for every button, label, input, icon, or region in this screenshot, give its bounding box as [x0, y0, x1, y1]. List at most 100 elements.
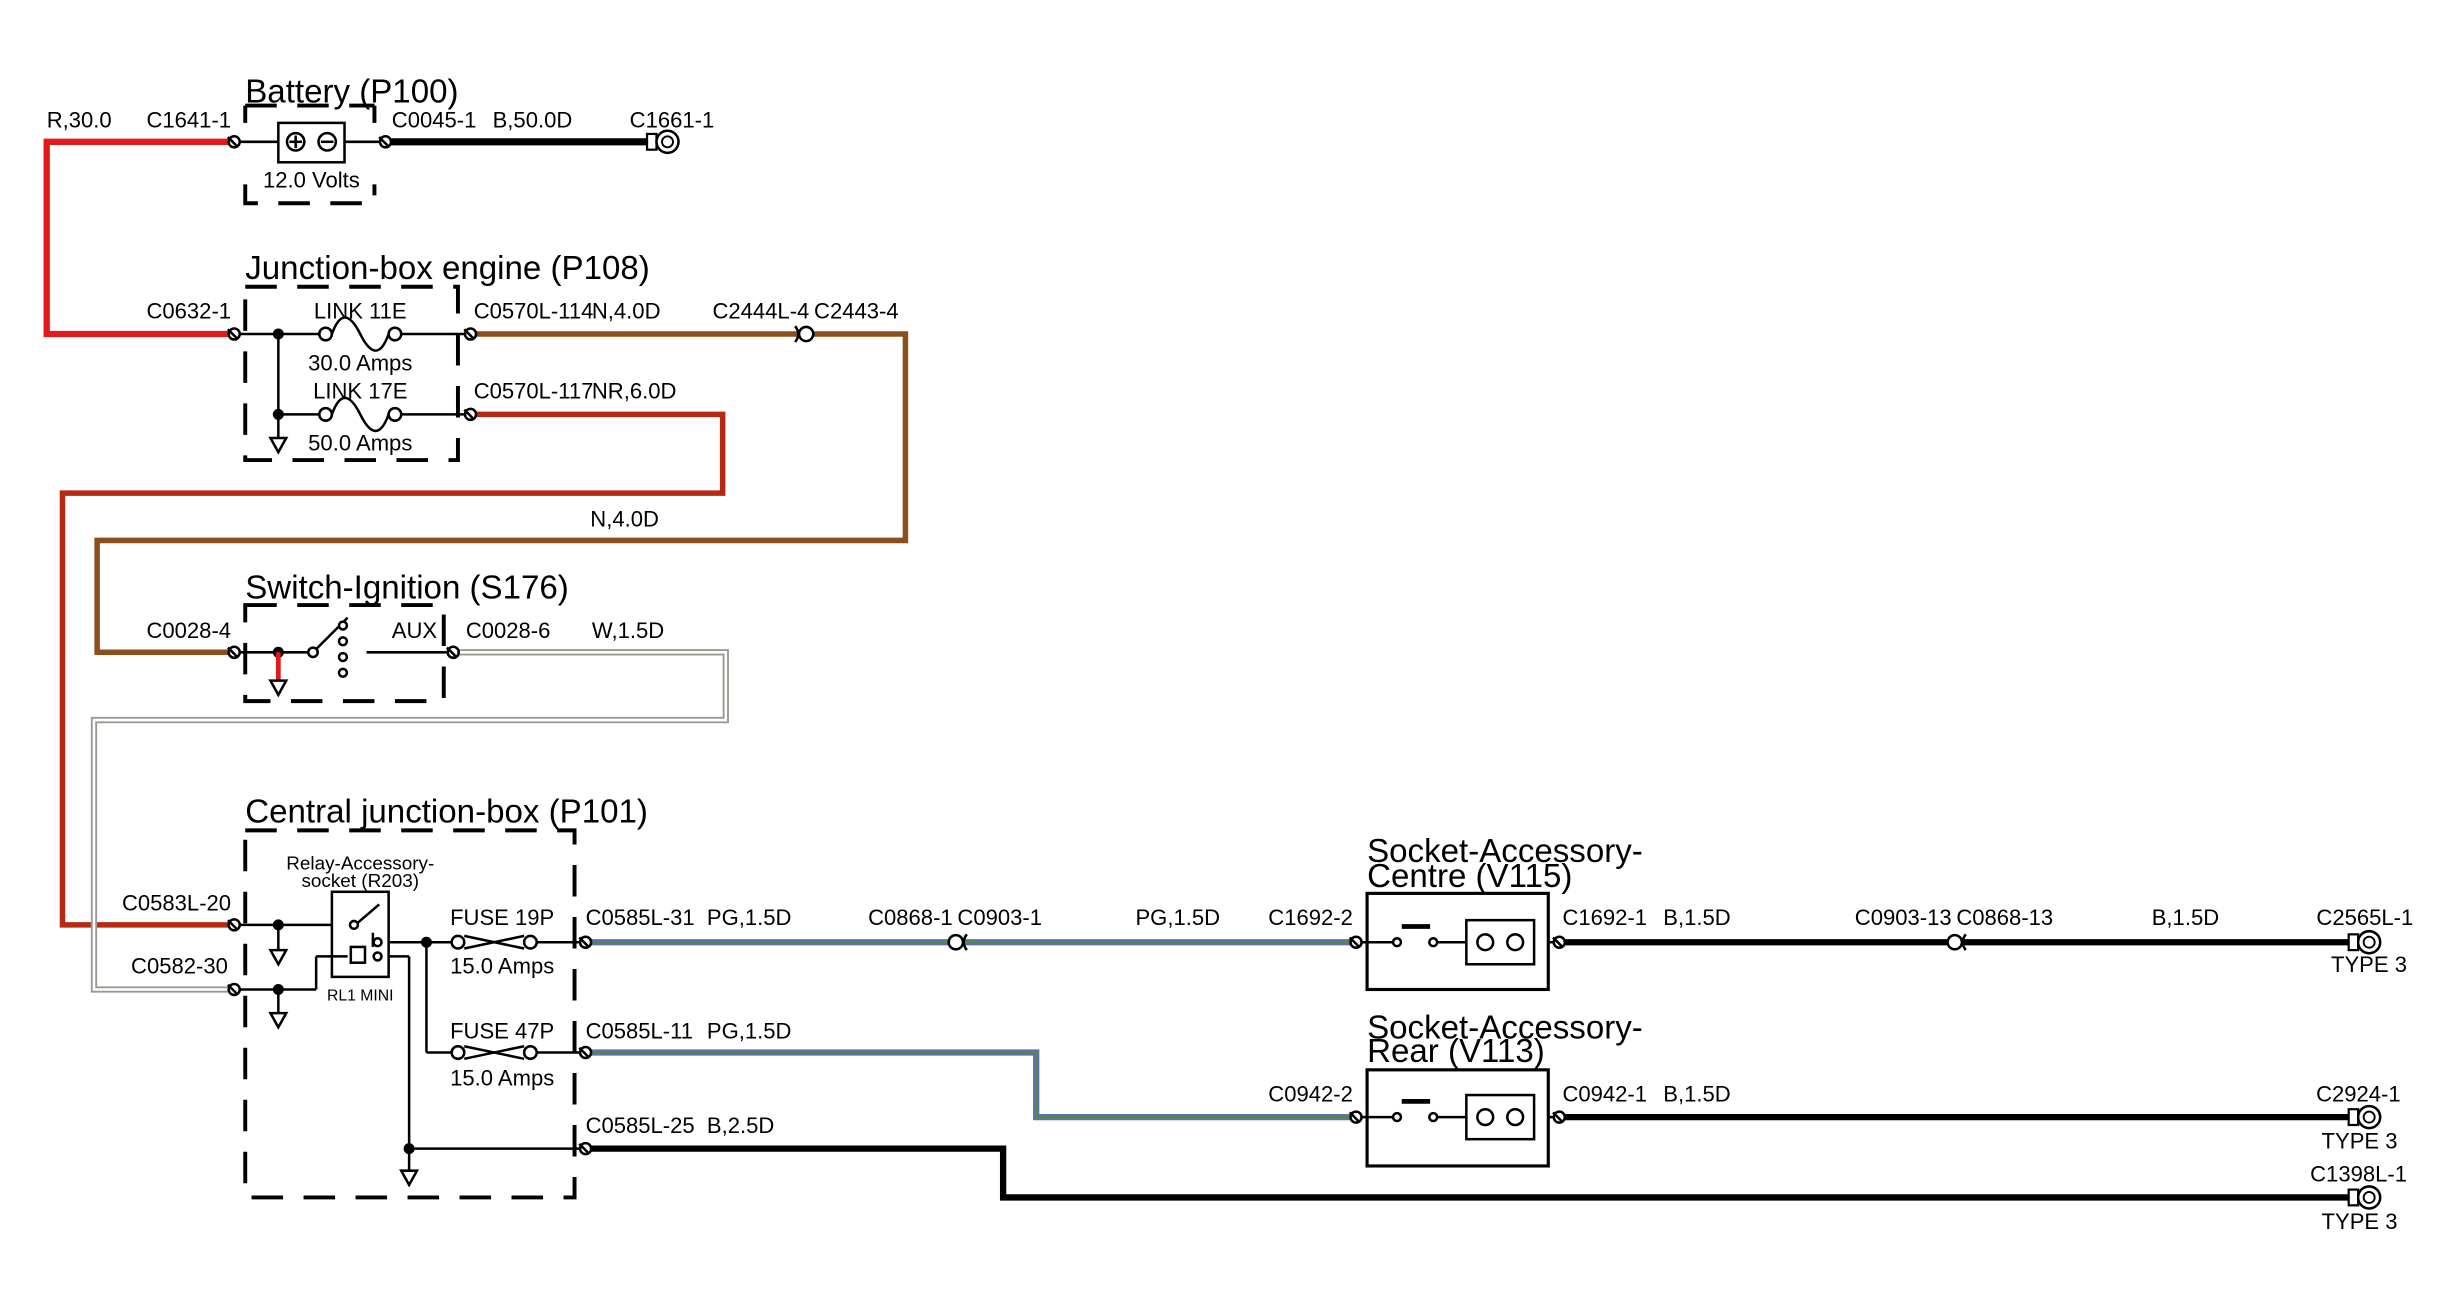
socket-rear-title-line1: Socket-Accessory- — [1367, 1009, 1643, 1046]
terminal-c0585l-11 — [578, 1045, 593, 1060]
wire-label-pg-c: PG,1.5D — [707, 1018, 792, 1043]
fuse-47p-amps: 15.0 Amps — [450, 1066, 554, 1091]
connector-label-c2924-1: C2924-1 — [2316, 1081, 2401, 1106]
terminal-c0583l-20 — [227, 918, 241, 932]
socket-accessory-rear-v113 — [1356, 1068, 1560, 1168]
central-junction-box-p101 — [234, 828, 586, 1200]
relay-label-line2: socket (R203) — [301, 871, 419, 892]
ground-type-c1398l-1: TYPE 3 — [2322, 1209, 2398, 1234]
link-17e-amps: 50.0 Amps — [308, 431, 412, 456]
connector-label-c0045-1: C0045-1 — [392, 108, 477, 133]
wire-label-b-15-b: B,1.5D — [2152, 905, 2219, 930]
link-11e-amps: 30.0 Amps — [308, 350, 412, 375]
wire-label-b-15-c: B,1.5D — [1663, 1081, 1730, 1106]
wire-label-b-15-a: B,1.5D — [1663, 905, 1730, 930]
wire-label-r-30: R,30.0 — [47, 108, 112, 133]
terminal-c0585l-31 — [578, 935, 593, 949]
connector-label-c1641-1: C1641-1 — [146, 108, 231, 133]
ignition-aux-label: AUX — [392, 618, 438, 643]
junction-box-engine-p108 — [234, 284, 471, 463]
ground-type-c2924-1: TYPE 3 — [2322, 1129, 2398, 1154]
connector-label-c0868-13: C0868-13 — [1956, 905, 2053, 930]
connector-label-c0585l-25: C0585L-25 — [586, 1113, 695, 1138]
terminal-c0582-30 — [227, 982, 241, 997]
connector-label-c0903-1: C0903-1 — [957, 905, 1042, 930]
connector-label-c0868-1: C0868-1 — [868, 905, 953, 930]
terminal-c0942-1 — [1552, 1110, 1567, 1124]
connector-label-c0632-1: C0632-1 — [146, 298, 231, 323]
connector-label-c0942-1: C0942-1 — [1562, 1081, 1647, 1106]
terminal-c0868-1 — [947, 933, 968, 951]
connector-label-c1692-2: C1692-2 — [1268, 905, 1353, 930]
terminal-c0028-4 — [227, 645, 241, 660]
connector-label-c0570l-117: C0570L-117 — [474, 379, 594, 404]
terminal-c0028-6 — [446, 645, 460, 660]
connector-label-c0585l-31: C0585L-31 — [586, 905, 695, 930]
ground-eyelets — [645, 129, 2382, 1210]
terminal-c1692-1 — [1552, 935, 1567, 949]
wire-label-w-15: W,1.5D — [592, 618, 664, 643]
battery-title: Battery (P100) — [245, 73, 458, 110]
link-11e-label: LINK 11E — [314, 298, 407, 323]
wire-label-b-50: B,50.0D — [493, 108, 573, 133]
battery-volts: 12.0 Volts — [263, 167, 360, 192]
connector-label-c0942-2: C0942-2 — [1268, 1081, 1353, 1106]
terminal-c1641-1 — [227, 135, 241, 149]
connector-label-c0583l-20: C0583L-20 — [122, 891, 231, 916]
junction-engine-title: Junction-box engine (P108) — [245, 250, 650, 287]
ignition-title: Switch-Ignition (S176) — [245, 570, 569, 607]
relay-label-line1: Relay-Accessory- — [286, 854, 434, 875]
socket-centre-title-line1: Socket-Accessory- — [1367, 833, 1643, 870]
wire-w-15 — [90, 649, 729, 993]
connector-label-c1661-1: C1661-1 — [630, 108, 715, 133]
connector-label-c1398l-1: C1398L-1 — [2310, 1162, 2407, 1187]
battery-p100 — [234, 103, 386, 206]
fuse-19p-amps: 15.0 Amps — [450, 954, 554, 979]
wire-r-30 — [43, 138, 235, 338]
terminal-c0570l-117 — [463, 407, 478, 422]
terminal-c2444l-4 — [794, 325, 815, 343]
wire-b-25 — [588, 1145, 2349, 1201]
central-junction-title: Central junction-box (P101) — [245, 793, 648, 830]
fuse-47p-label: FUSE 47P — [450, 1018, 554, 1043]
component-labels: Battery (P100) 12.0 Volts Junction-box e… — [245, 73, 1643, 1090]
relay-type-label: RL1 MINI — [327, 988, 394, 1005]
connector-label-c1692-1: C1692-1 — [1562, 905, 1647, 930]
link-17e-label: LINK 17E — [313, 379, 407, 404]
connector-label-c2565l-1: C2565L-1 — [2316, 905, 2413, 930]
ground-c2924-1-icon — [2347, 1104, 2382, 1130]
wire-label-pg-a: PG,1.5D — [707, 905, 792, 930]
wire-nr-6 — [59, 411, 726, 928]
ground-type-c2565l-1: TYPE 3 — [2331, 952, 2407, 977]
ground-c2565l-1-icon — [2347, 929, 2382, 955]
socket-rear-title-line2: Rear (V113) — [1367, 1033, 1545, 1070]
ground-type-labels: TYPE 3 TYPE 3 TYPE 3 — [2322, 952, 2407, 1234]
socket-accessory-centre-v115 — [1356, 891, 1560, 992]
ground-c1398l-1-icon — [2347, 1185, 2382, 1210]
wires — [43, 138, 2349, 1201]
wire-label-nr-6: NR,6.0D — [592, 379, 677, 404]
terminal-c0585l-25 — [578, 1141, 593, 1156]
connector-terminals — [227, 135, 1967, 1156]
connector-label-c2444l-4: C2444L-4 — [712, 298, 809, 323]
wire-labels: R,30.0 B,50.0D N,4.0D NR,6.0D N,4.0D W,1… — [47, 108, 2219, 1138]
connector-label-c0028-6: C0028-6 — [466, 618, 551, 643]
terminal-c0632-1 — [227, 327, 241, 341]
wire-n-4-loop — [94, 331, 909, 656]
wire-label-pg-b: PG,1.5D — [1135, 905, 1220, 930]
connector-label-c0903-13: C0903-13 — [1855, 905, 1952, 930]
wire-label-b-25: B,2.5D — [707, 1113, 774, 1138]
ground-c1661-1-icon — [645, 129, 680, 155]
connector-label-c2443-4: C2443-4 — [814, 298, 899, 323]
connector-label-c0585l-11: C0585L-11 — [586, 1018, 693, 1043]
wire-pg-rear — [588, 1049, 1353, 1121]
switch-ignition-s176 — [234, 603, 451, 704]
terminal-c0045-1 — [378, 135, 393, 149]
terminal-c1692-2 — [1348, 935, 1363, 949]
connector-label-c0028-4: C0028-4 — [146, 618, 231, 643]
wire-label-n-4-top: N,4.0D — [592, 298, 661, 323]
connector-label-c0570l-114: C0570L-114 — [474, 298, 594, 323]
connector-labels: C1641-1 C0045-1 C1661-1 C0632-1 C0570L-1… — [122, 108, 2413, 1187]
fuse-19p-label: FUSE 19P — [450, 905, 554, 930]
